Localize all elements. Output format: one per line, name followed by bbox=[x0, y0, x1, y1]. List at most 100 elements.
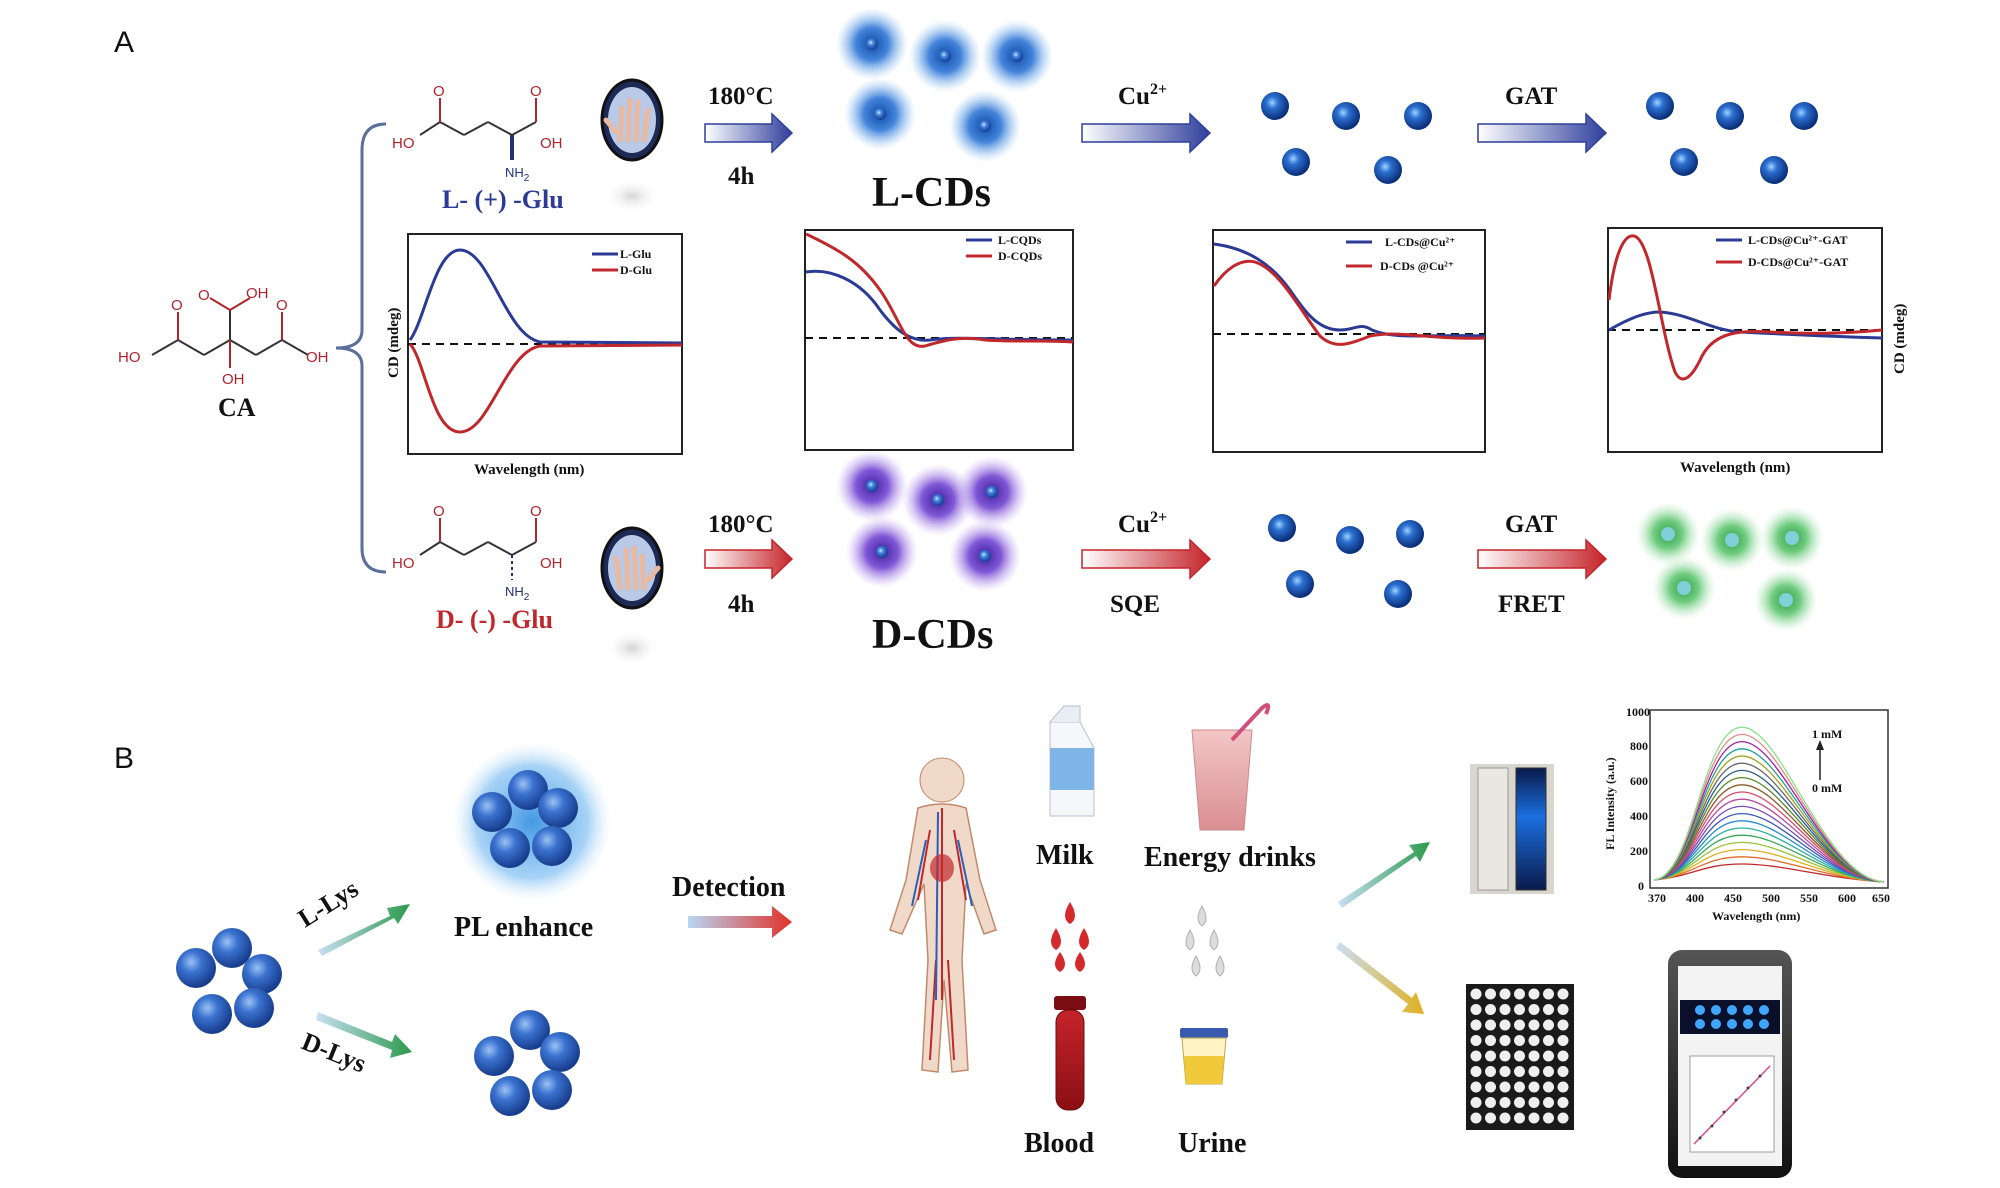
l-cds-cu-particles bbox=[1261, 92, 1432, 184]
well bbox=[1485, 1050, 1496, 1062]
well bbox=[1543, 1081, 1554, 1093]
water-drops-icon bbox=[1185, 904, 1225, 977]
cd-spectrum-gat: L-CDs@Cu²⁺-GAT D-CDs@Cu²⁺-GAT CD (mdeg) … bbox=[1607, 227, 1908, 476]
well bbox=[1528, 988, 1540, 1000]
well bbox=[1543, 1050, 1554, 1062]
fl-yticks: 0 200 400 600 800 1000 bbox=[1626, 705, 1650, 893]
well bbox=[1499, 1066, 1511, 1077]
well bbox=[1557, 1019, 1569, 1031]
d-temp-label: 180°C bbox=[708, 511, 774, 538]
cd-spectrum-glu: L-Glu D-Glu CD (mdeg) Wavelength (nm) bbox=[386, 233, 683, 478]
fl-curve bbox=[1653, 827, 1885, 883]
l-cu-label: Cu2+ bbox=[1118, 81, 1167, 110]
fl-xticks: 370 400 450 500 550 600 650 bbox=[1648, 891, 1890, 905]
fl-curves bbox=[1653, 726, 1885, 883]
curve-d-cqds bbox=[805, 232, 1074, 348]
citric-acid-structure bbox=[151, 297, 309, 368]
l-glu-nh2: NH2 bbox=[505, 165, 530, 184]
d-cds-particles bbox=[836, 450, 1028, 592]
l-cds-particles bbox=[836, 8, 1053, 162]
fl-curve bbox=[1653, 755, 1885, 883]
well bbox=[1543, 1097, 1554, 1108]
wells bbox=[1470, 988, 1569, 1124]
well bbox=[1499, 1081, 1511, 1093]
well bbox=[1470, 1050, 1482, 1062]
ca-o-right: O bbox=[276, 297, 288, 314]
well bbox=[1470, 1066, 1482, 1077]
well bbox=[1470, 1004, 1482, 1015]
ylabel-cd-left: CD (mdeg) bbox=[386, 308, 402, 378]
legend-d-cds-cu: D-CDs @Cu²⁺ bbox=[1380, 259, 1454, 273]
well bbox=[1514, 1112, 1525, 1124]
pl-enhance-label: PL enhance bbox=[454, 912, 593, 943]
well bbox=[1557, 1112, 1569, 1124]
well bbox=[1499, 1112, 1511, 1124]
fl-curve bbox=[1653, 848, 1885, 883]
d-gat-label: GAT bbox=[1505, 511, 1558, 538]
chirality-hand-icon-l bbox=[600, 78, 664, 214]
fl-curve bbox=[1653, 798, 1885, 883]
well bbox=[1528, 1097, 1540, 1108]
fl-xlabel: Wavelength (nm) bbox=[1712, 909, 1800, 923]
fl-curve bbox=[1653, 784, 1885, 883]
d-glu-nh2: NH2 bbox=[505, 584, 530, 603]
well bbox=[1543, 1004, 1554, 1015]
well bbox=[1514, 1004, 1525, 1015]
well bbox=[1557, 1004, 1569, 1015]
well bbox=[1543, 1035, 1554, 1046]
branch-bracket bbox=[335, 122, 387, 574]
well bbox=[1499, 1035, 1511, 1046]
legend-l-cds-cu: L-CDs@Cu²⁺ bbox=[1385, 235, 1455, 249]
well bbox=[1514, 988, 1525, 1000]
d-cds-fret-particles bbox=[1636, 502, 1824, 632]
well bbox=[1557, 1097, 1569, 1108]
well bbox=[1485, 1004, 1496, 1015]
well bbox=[1499, 1004, 1511, 1015]
milk-carton-icon bbox=[1049, 705, 1095, 817]
detection-label: Detection bbox=[672, 872, 786, 903]
d-glu-ho: HO bbox=[392, 555, 415, 572]
pl-enhanced-cluster bbox=[452, 742, 612, 902]
fl-ytick-600: 600 bbox=[1630, 774, 1648, 788]
ca-label: CA bbox=[218, 393, 256, 422]
urine-label: Urine bbox=[1178, 1128, 1246, 1159]
xlabel-wavelength-left: Wavelength (nm) bbox=[474, 462, 584, 478]
fl-curve bbox=[1653, 856, 1885, 883]
smartphone-icon bbox=[1668, 950, 1792, 1178]
well bbox=[1543, 1112, 1554, 1124]
fl-xtick-370: 370 bbox=[1648, 891, 1666, 905]
fl-spectra-chart: 1 mM 0 mM FL Intensity (a.u.) Wavelength… bbox=[1603, 705, 1890, 923]
well bbox=[1528, 1035, 1540, 1046]
d-glu-label: D- (-) -Glu bbox=[436, 605, 553, 634]
curve-l-glu bbox=[408, 248, 683, 345]
well bbox=[1543, 1066, 1554, 1077]
legend-l-glu: L-Glu bbox=[620, 247, 652, 261]
l-glu-oh: OH bbox=[540, 135, 563, 152]
well bbox=[1485, 1112, 1496, 1124]
fl-curve bbox=[1653, 812, 1885, 883]
fl-xtick-500: 500 bbox=[1762, 891, 1780, 905]
fl-ytick-200: 200 bbox=[1630, 844, 1648, 858]
well-plate-photo bbox=[1466, 984, 1574, 1130]
arrow-l-gat bbox=[1477, 112, 1608, 154]
panel-label-a: A bbox=[114, 26, 134, 59]
well bbox=[1557, 1066, 1569, 1077]
milk-label: Milk bbox=[1036, 840, 1094, 871]
well bbox=[1514, 1081, 1525, 1093]
arrow-d-lys bbox=[316, 1012, 412, 1058]
well bbox=[1557, 1050, 1569, 1062]
d-glu-o-left: O bbox=[433, 503, 445, 520]
well bbox=[1528, 1004, 1540, 1015]
arrow-d-gat bbox=[1477, 538, 1608, 580]
d-cu-label: Cu2+ bbox=[1118, 509, 1167, 538]
well bbox=[1543, 1019, 1554, 1031]
well bbox=[1514, 1097, 1525, 1108]
l-glu-o-right: O bbox=[530, 83, 542, 100]
fl-xtick-400: 400 bbox=[1686, 891, 1704, 905]
fl-curve bbox=[1653, 791, 1885, 883]
d-cds-cu-particles bbox=[1268, 514, 1424, 608]
arrow-l-cu bbox=[1081, 112, 1212, 154]
arrow-detection bbox=[688, 906, 792, 938]
well bbox=[1485, 1035, 1496, 1046]
